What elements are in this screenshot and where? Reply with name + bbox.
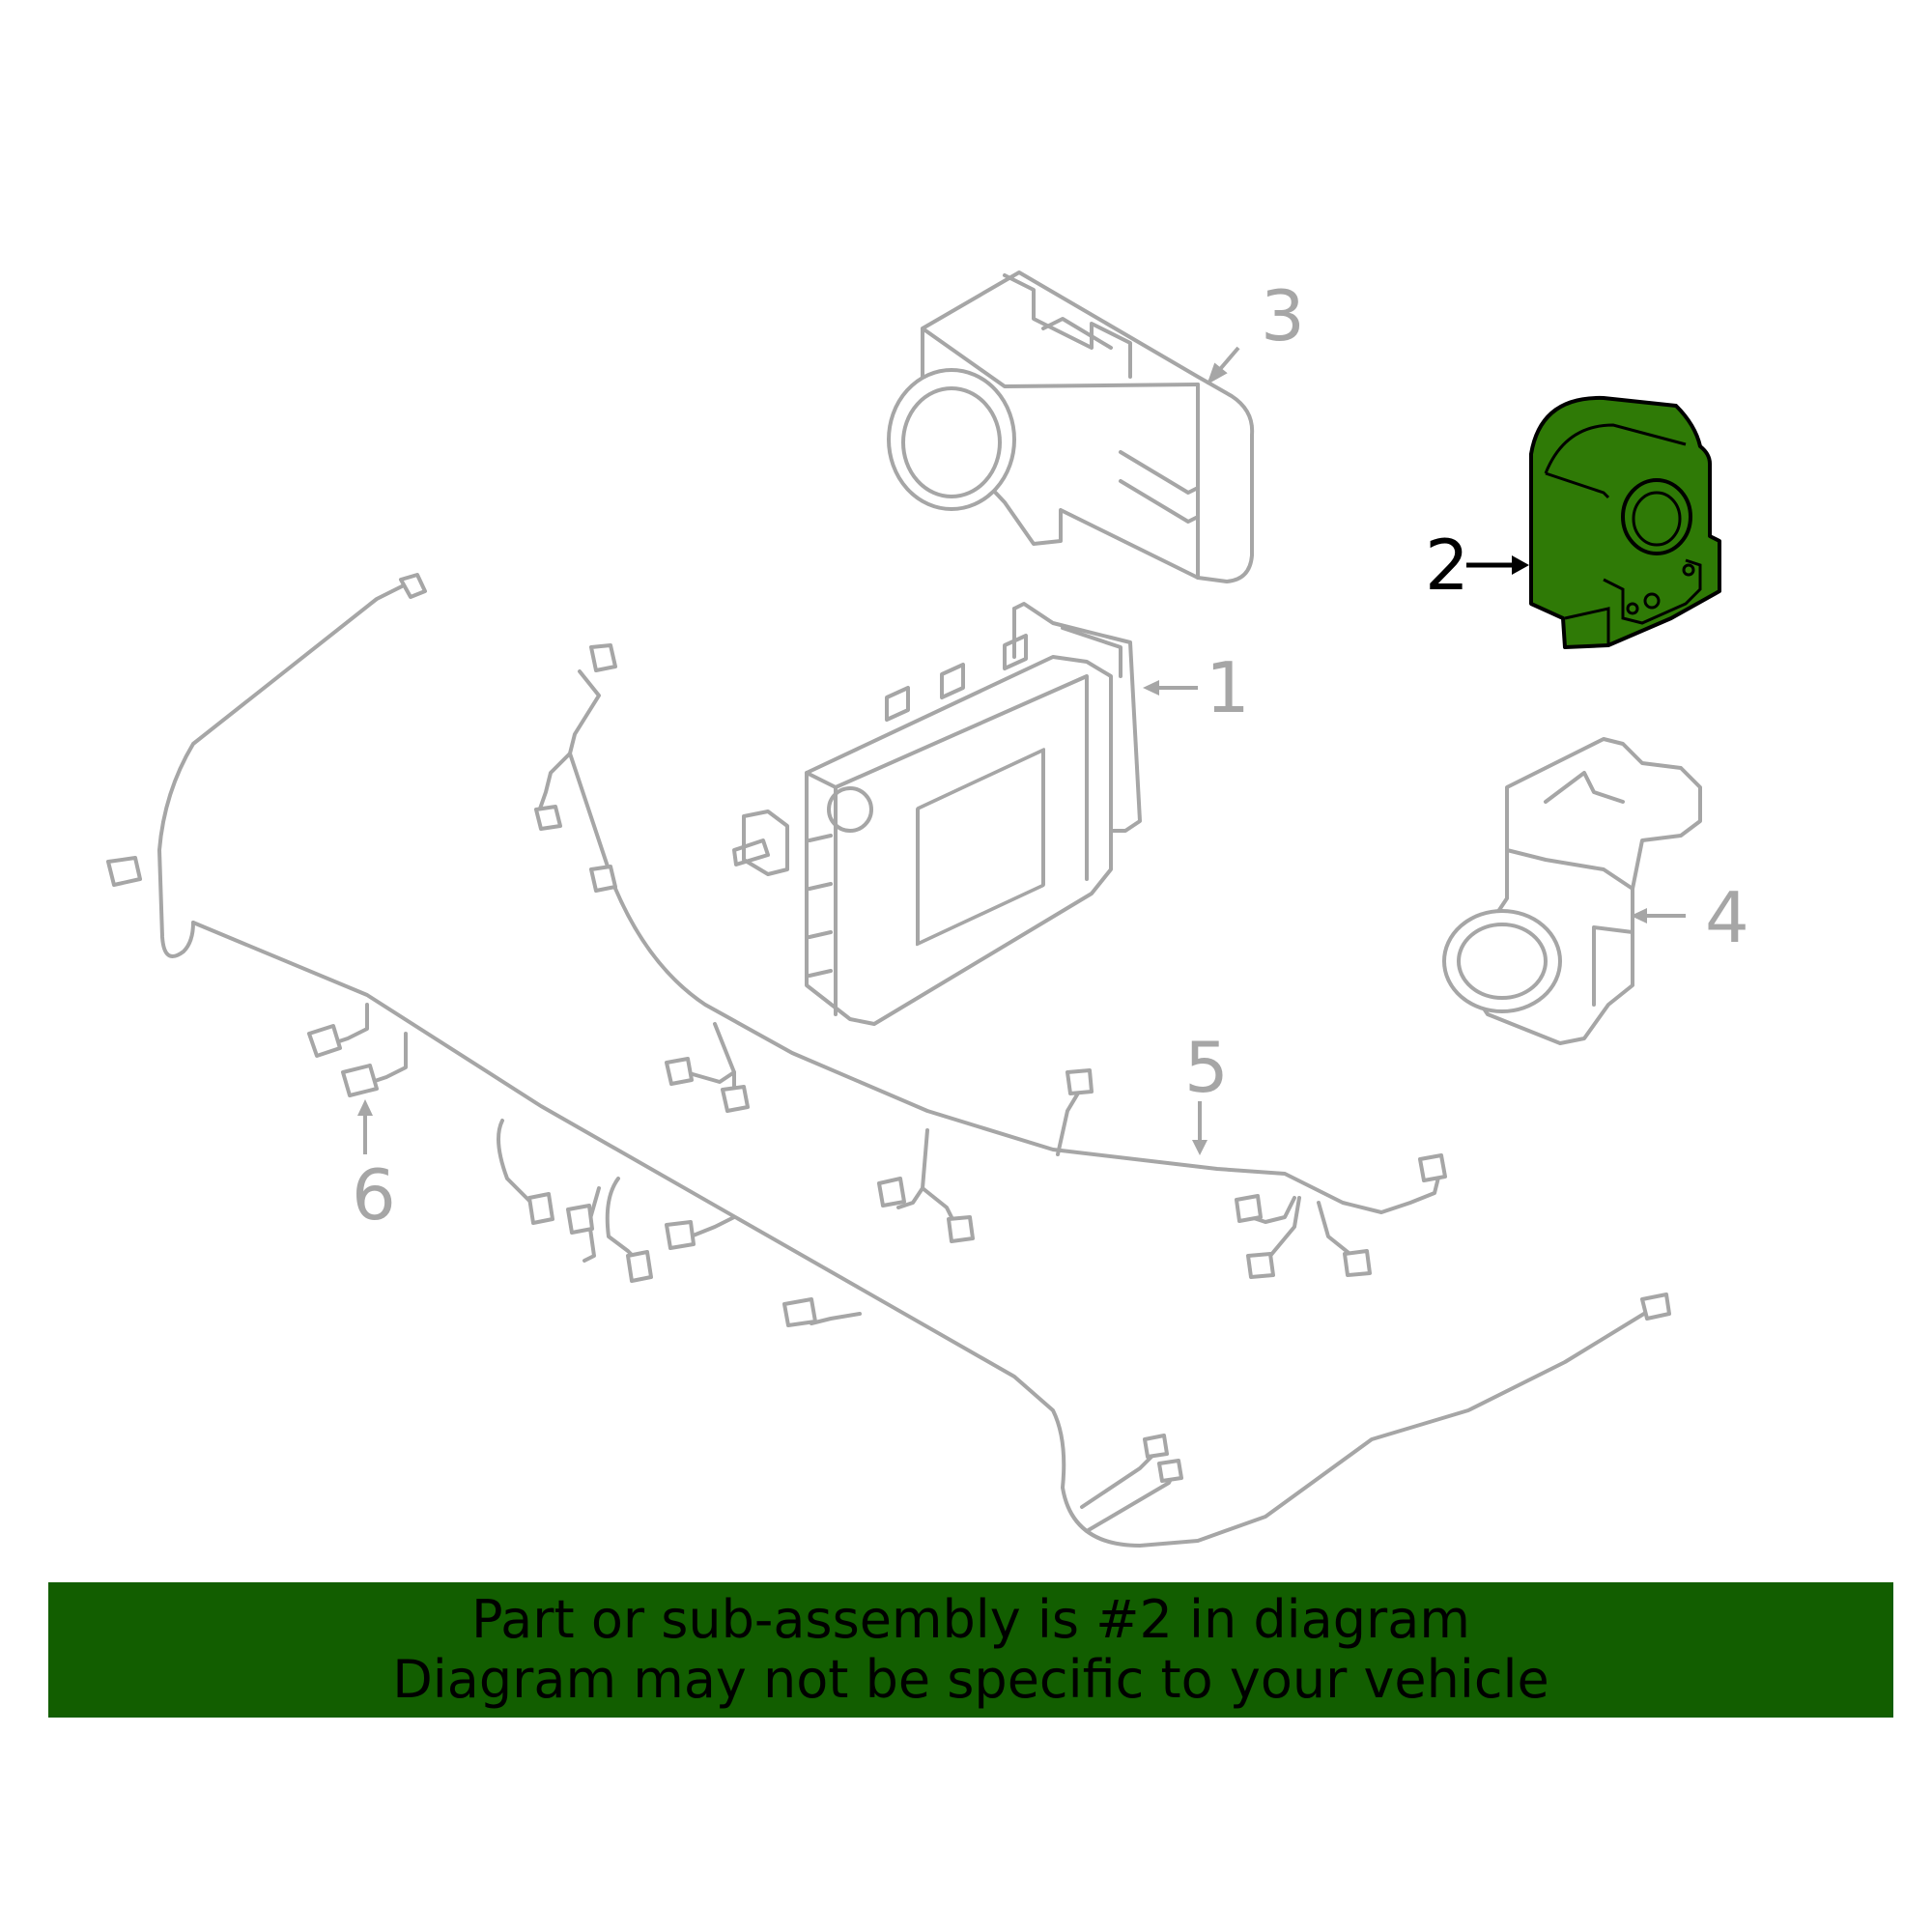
callout-4: 4 bbox=[1705, 877, 1749, 958]
part-4-sensor[interactable] bbox=[1442, 737, 1702, 1045]
part-5-wiring-harness[interactable] bbox=[106, 573, 1671, 1548]
callout-3: 3 bbox=[1261, 275, 1305, 356]
banner-line-2: Diagram may not be specific to your vehi… bbox=[392, 1649, 1549, 1710]
part-6-connector[interactable] bbox=[307, 1024, 379, 1097]
callout-6: 6 bbox=[352, 1154, 396, 1236]
info-banner: Part or sub-assembly is #2 in diagram Di… bbox=[48, 1582, 1893, 1718]
callout-arrows bbox=[357, 346, 1686, 1155]
part-1-control-module[interactable] bbox=[732, 602, 1142, 1026]
callout-5: 5 bbox=[1184, 1027, 1229, 1108]
banner-line-1: Part or sub-assembly is #2 in diagram bbox=[471, 1589, 1470, 1650]
part-2-sensor-highlighted[interactable] bbox=[1529, 395, 1721, 649]
callout-2-highlighted: 2 bbox=[1425, 525, 1469, 606]
callout-1: 1 bbox=[1206, 647, 1250, 728]
part-3-sensor[interactable] bbox=[887, 270, 1255, 583]
